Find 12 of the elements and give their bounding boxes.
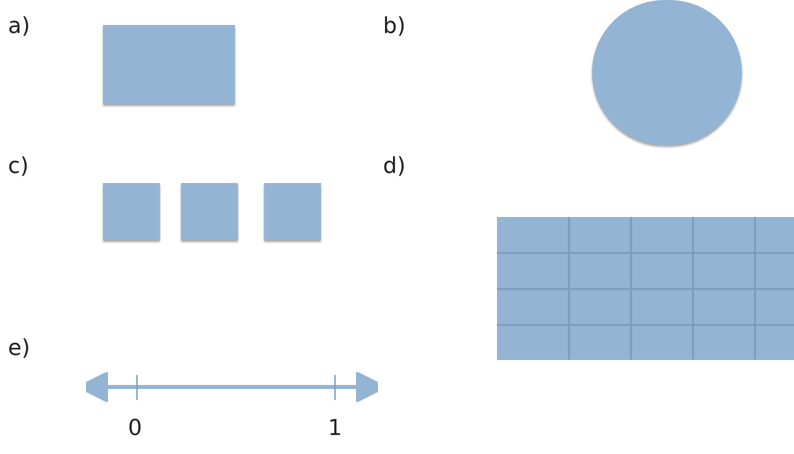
- part-label: c): [8, 156, 29, 178]
- part-label: d): [383, 156, 406, 178]
- part-label: e): [8, 338, 30, 360]
- tick-label: 0: [128, 418, 142, 440]
- part-label: a): [8, 16, 30, 38]
- square: [181, 183, 238, 240]
- grid-drawing: [497, 217, 794, 360]
- tick-label: 1: [328, 418, 342, 440]
- rectangle: [103, 25, 235, 104]
- part-label: b): [383, 16, 406, 38]
- square: [264, 183, 321, 240]
- square: [103, 183, 160, 240]
